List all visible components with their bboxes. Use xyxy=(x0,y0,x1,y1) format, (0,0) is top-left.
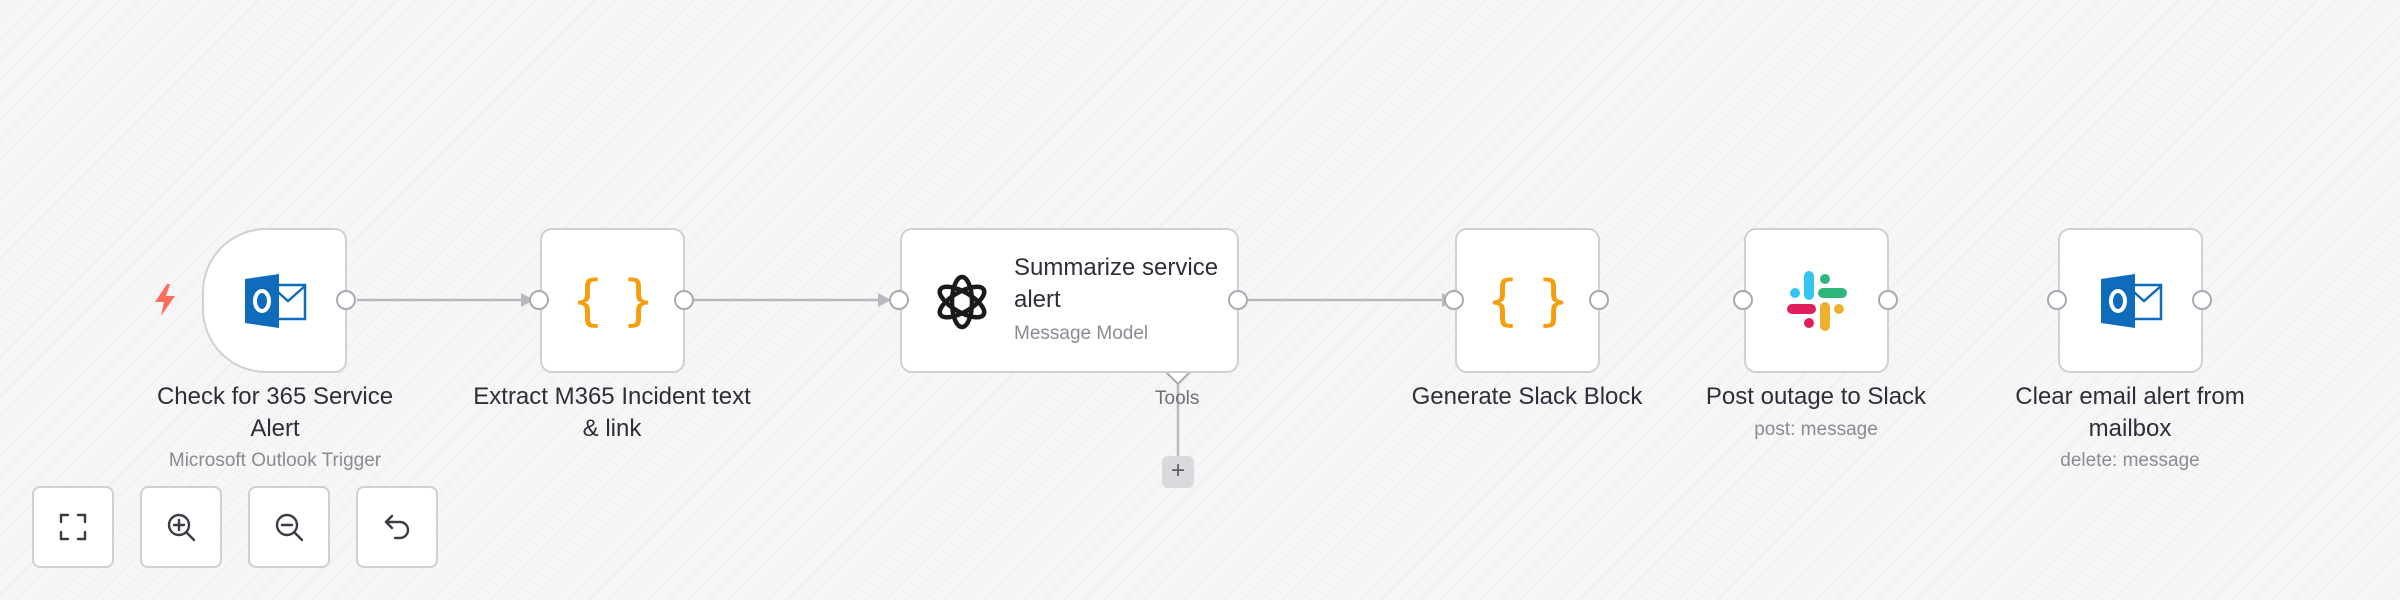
node-1-sublabel: Microsoft Outlook Trigger xyxy=(168,450,382,471)
tools-connector-label: Tools xyxy=(1155,388,1200,409)
node-5-label: Post outage to Slack xyxy=(1705,383,1927,410)
trigger-bolt-icon xyxy=(155,284,175,316)
node-5-sublabel: post: message xyxy=(1754,419,1878,440)
node-1-label: Check for 365 Service Alert xyxy=(156,383,394,442)
undo-icon xyxy=(384,514,410,540)
node-3-label: Summarize service alert xyxy=(1014,254,1219,313)
node-summarize-service-alert[interactable]: Summarize service alert Message Model xyxy=(900,228,1239,373)
node-extract-m365-incident[interactable]: { } xyxy=(540,228,685,373)
node-2-label: Extract M365 Incident text & link xyxy=(473,383,751,442)
add-tool-button[interactable]: + xyxy=(1162,456,1194,488)
node-4-label: Generate Slack Block xyxy=(1411,383,1643,410)
node-1-output-port[interactable] xyxy=(336,290,356,310)
expand-icon xyxy=(59,513,87,541)
node-6-output-port[interactable] xyxy=(2192,290,2212,310)
zoom-in-button[interactable] xyxy=(140,486,222,568)
node-post-outage-to-slack[interactable] xyxy=(1744,228,1889,373)
openai-icon xyxy=(937,274,987,330)
node-6-sublabel: delete: message xyxy=(2060,450,2200,471)
slack-icon xyxy=(1786,270,1847,331)
node-5-input-port[interactable] xyxy=(1733,290,1753,310)
code-braces-icon: { } xyxy=(578,269,648,332)
node-6-label: Clear email alert from mailbox xyxy=(2015,383,2245,442)
zoom-in-icon xyxy=(167,513,196,542)
connection-2-arrow xyxy=(878,293,891,307)
connection-1-arrow xyxy=(521,293,534,307)
node-4-output-port[interactable] xyxy=(1589,290,1609,310)
zoom-out-icon xyxy=(275,513,304,542)
code-braces-icon: { } xyxy=(1493,269,1563,332)
node-3-output-port[interactable] xyxy=(1228,290,1248,310)
node-clear-email-alert[interactable] xyxy=(2058,228,2203,373)
fit-view-button[interactable] xyxy=(32,486,114,568)
outlook-icon xyxy=(2100,273,2162,328)
zoom-out-button[interactable] xyxy=(248,486,330,568)
node-5-output-port[interactable] xyxy=(1878,290,1898,310)
node-4-input-port[interactable] xyxy=(1444,290,1464,310)
node-3-sublabel: Message Model xyxy=(1014,323,1149,344)
node-6-input-port[interactable] xyxy=(2047,290,2067,310)
node-generate-slack-block[interactable]: { } xyxy=(1455,228,1600,373)
svg-text:{ }: { } xyxy=(578,269,648,332)
node-check-365-service-alert[interactable] xyxy=(202,228,347,373)
reset-view-button[interactable] xyxy=(356,486,438,568)
node-2-output-port[interactable] xyxy=(674,290,694,310)
node-3-input-port[interactable] xyxy=(889,290,909,310)
svg-text:{ }: { } xyxy=(1493,269,1563,332)
outlook-icon xyxy=(244,273,306,328)
node-2-input-port[interactable] xyxy=(529,290,549,310)
